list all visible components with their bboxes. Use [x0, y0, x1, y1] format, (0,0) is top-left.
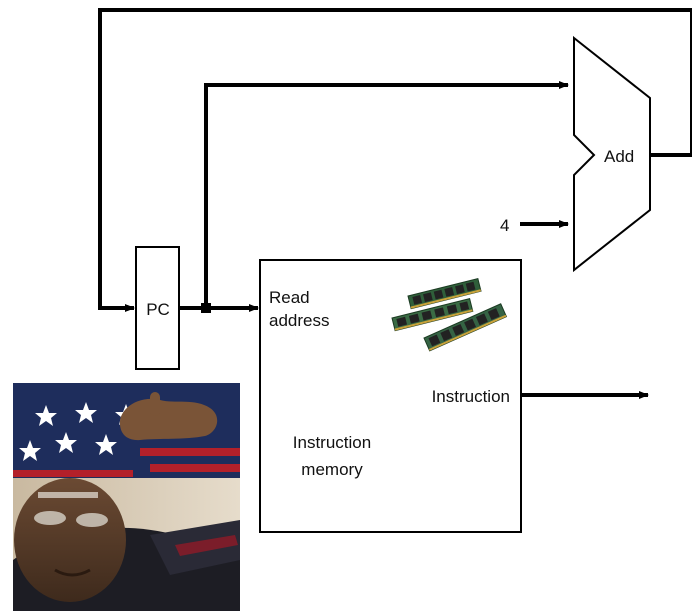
instruction-output-label: Instruction: [432, 387, 510, 406]
person-photo: [13, 383, 240, 611]
adder-label: Add: [604, 147, 634, 166]
read-address-label-line1: Read: [269, 288, 310, 307]
wire-junction-dot: [201, 303, 211, 313]
memory-title-line1: Instruction: [293, 433, 371, 452]
constant-four: 4: [500, 216, 509, 235]
read-address-label-line2: address: [269, 311, 329, 330]
memory-title-line2: memory: [301, 460, 363, 479]
pc-label: PC: [146, 300, 170, 319]
